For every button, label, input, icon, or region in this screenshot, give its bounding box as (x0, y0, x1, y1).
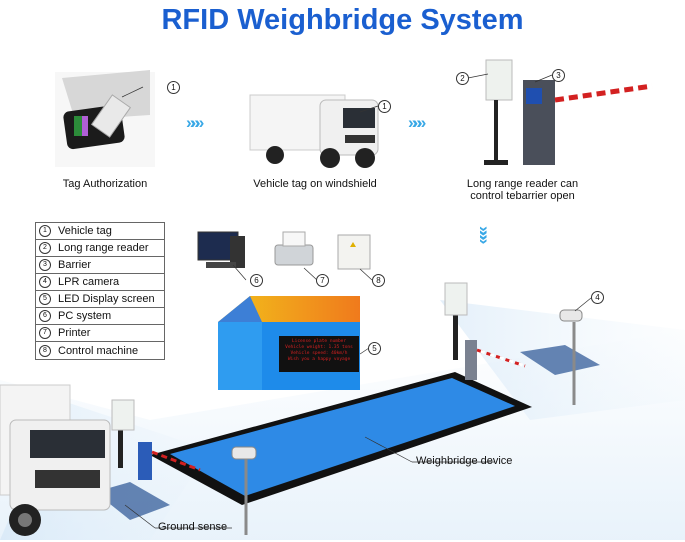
arrow-right-1: »»» (186, 113, 205, 132)
reader-barrier-illustration (484, 59, 653, 165)
callout-8: 8 (372, 274, 385, 287)
ground-sense-pad-right (520, 345, 600, 375)
desktop-reader-illustration (55, 70, 155, 167)
pc-illustration (197, 231, 245, 268)
page-title: RFID Weighbridge System (161, 4, 524, 36)
callout-6: 6 (250, 274, 263, 287)
step-caption-tag-authorization: Tag Authorization (62, 178, 148, 190)
step-caption-long-range-reader: Long range reader can control tebarrier … (466, 178, 579, 202)
callout-3: 3 (552, 69, 565, 82)
callout-4: 4 (591, 291, 604, 304)
ground-sense-pad-left (95, 482, 170, 520)
printer-illustration (274, 231, 314, 266)
callout-1a: 1 (167, 81, 180, 94)
arrow-down: »»» (475, 226, 494, 240)
weighbridge-device-label: Weighbridge device (416, 455, 513, 467)
ground-sense-label: Ground sense (158, 521, 228, 533)
truck-bottom-left (0, 384, 111, 536)
step-caption-vehicle-tag: Vehicle tag on windshield (253, 178, 377, 190)
control-box-illustration (337, 234, 371, 270)
callout-7: 7 (316, 274, 329, 287)
arrow-right-2: »»» (408, 113, 427, 132)
left-barrier-arm (151, 450, 201, 472)
left-reader-panel (111, 399, 135, 431)
led-display-screen: License plate number Vehicle weight: 1.3… (279, 336, 359, 372)
right-barrier-cabinet (465, 340, 477, 380)
right-reader-pole (453, 310, 458, 360)
weighbridge-platform (170, 378, 515, 496)
callout-1b: 1 (378, 100, 391, 113)
callout-2: 2 (456, 72, 469, 85)
left-reader-pole (118, 420, 123, 468)
truck-top-illustration (249, 94, 379, 168)
right-reader-panel (444, 282, 468, 316)
left-barrier-cabinet (138, 442, 152, 480)
callout-5: 5 (368, 342, 381, 355)
